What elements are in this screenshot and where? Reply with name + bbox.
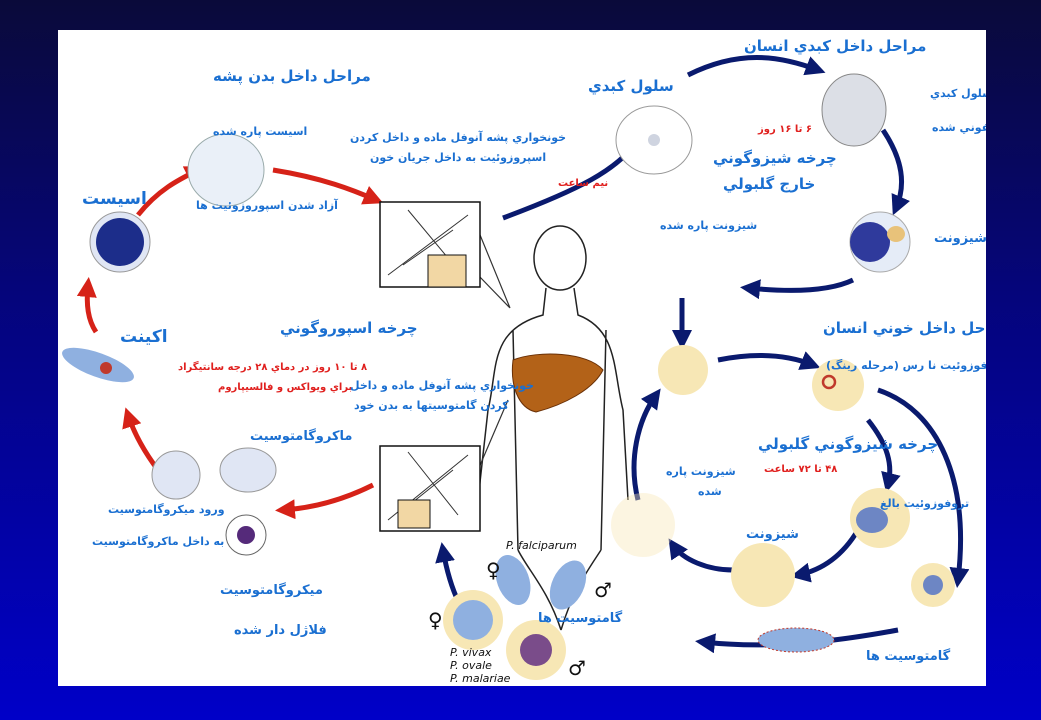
ring-stage-label: تروفوزوئيت نا رس (مرحله رينگ) — [826, 360, 986, 373]
ruptured-oocyst — [188, 134, 264, 206]
arrow-schizont-to-rupture — [748, 280, 853, 290]
infected-liver-cell-line1: سلول كبدي — [930, 88, 986, 101]
gametocytes-label-2: گامتوسيت ها — [538, 612, 622, 627]
arrow-release-to-bite — [273, 170, 376, 200]
liver-cell — [616, 106, 692, 174]
oocyst — [90, 212, 150, 272]
ruptured-schizont-rbc — [611, 493, 675, 557]
micro-entry-line2: به داخل ماكروگامتوسيت — [92, 536, 224, 549]
exo-cycle-line2: خارج گلبولي — [723, 176, 815, 193]
ruptured-schizont-liver — [643, 235, 738, 303]
arrow-rupture2-to-rbc — [634, 395, 656, 500]
days-8-10-line1: ۸ تا ۱۰ روز در دماي ۲۸ درجه سانتيگراد — [178, 362, 367, 374]
exo-cycle-line1: چرخه شيزوگوني — [713, 150, 837, 167]
ookinete — [58, 341, 138, 390]
p-vivax-label: P. vivax — [450, 647, 491, 660]
blood-stages-label: مراحل داخل خوني انسان — [823, 320, 986, 337]
mosquito-bite-box-2 — [380, 446, 480, 531]
gametocyte-rbc — [911, 563, 955, 607]
macrogametocyte — [220, 448, 276, 492]
mosquito-bite-2-line1: خونخواري پشه آنوفل ماده و داخل — [350, 380, 534, 393]
flagellated-label: فلاژل دار شده — [234, 624, 327, 639]
schizont-rbc — [731, 543, 795, 607]
diagram-panel: مراحل داخل بدن پشه اسيست پاره شده آزاد ش… — [58, 30, 986, 686]
micro-entry-line1: ورود ميكروگامتوسيت — [108, 504, 225, 517]
infected-liver-cell — [822, 74, 886, 146]
erythro-cycle-label: چرخه شيزوگوني گلبولي — [758, 436, 938, 453]
p-falciparum-label: P. falciparum — [506, 540, 577, 553]
life-cycle-diagram — [58, 30, 986, 686]
male-symbol-2: ♂ — [568, 656, 586, 680]
liver-stages-label: مراحل داخل كبدي انسان — [744, 38, 926, 55]
oocyst-label: اسيست — [82, 190, 147, 210]
infected-liver-cell-line2: عفوني شده — [932, 122, 986, 135]
microgametocyte-label: ميكروگامتوسيت — [220, 584, 323, 599]
liver-cell-label: سلول كبدي — [588, 78, 674, 95]
mosquito-stages-label: مراحل داخل بدن پشه — [213, 68, 371, 85]
female-symbol-2: ♀ — [428, 608, 443, 632]
ookinete-label: اكينت — [120, 328, 168, 348]
p-ovale-label: P. ovale — [450, 660, 492, 673]
mature-trophozoite-label: تروفوزوئيت بالغ — [880, 498, 969, 511]
ruptured-schizont-label-2-line1: شيزونت پاره — [666, 466, 736, 479]
connector-lines — [478, 230, 510, 470]
arrow-zygote-to-ookinete — [128, 415, 158, 470]
half-hour-label: نيم ساعت — [558, 178, 608, 190]
microgametocyte — [226, 515, 266, 555]
release-sporozoites-label: آزاد شدن اسپوروزوئيت ها — [196, 200, 338, 213]
arrow-schizont-to-rupture2 — [673, 545, 733, 570]
ruptured-schizont-label-1: شيزونت پاره شده — [660, 220, 757, 233]
mosquito-bite-2-line2: كردن گامتوسيتها به بدن خود — [354, 400, 509, 413]
zygote — [152, 451, 200, 499]
mosquito-bite-1-line1: خونخواري پشه آنوفل ماده و داخل كردن — [350, 132, 566, 145]
mosquito-bite-1-line2: اسپروزوئيت به داخل جريان خون — [370, 152, 546, 165]
arrow-bite2-to-micro — [283, 485, 373, 510]
sporogony-cycle-label: چرخه اسپوروگوني — [280, 320, 418, 337]
mosquito-bite-box-1 — [380, 202, 480, 287]
schizont-liver — [850, 212, 910, 272]
rbc-central — [658, 345, 708, 395]
ruptured-oocyst-label: اسيست پاره شده — [213, 126, 307, 139]
schizont-label-1: شيزونت — [934, 232, 986, 247]
gametocytes-label-1: گامتوسيت ها — [866, 650, 950, 665]
arrow-liver-to-infected — [688, 58, 818, 76]
gametocyte-elongated — [758, 628, 834, 652]
male-symbol-1: ♂ — [594, 578, 612, 602]
schizont-label-2: شيزونت — [746, 528, 799, 543]
days-8-10-line2: براي ويواكس و فالسيپاروم — [218, 382, 352, 394]
female-symbol-1: ♀ — [486, 558, 501, 582]
ruptured-schizont-label-2-line2: شده — [698, 486, 722, 499]
arrow-mature-to-schizont — [798, 530, 858, 575]
p-malariae-label: P. malariae — [450, 673, 510, 686]
arrow-rbc-to-ring — [718, 355, 813, 365]
arrow-infected-to-schizont — [883, 130, 902, 208]
hours-48-72-label: ۴۸ تا ۷۲ ساعت — [764, 464, 837, 476]
days-6-16-label: ۶ تا ۱۶ روز — [758, 124, 812, 136]
macrogametocyte-label: ماكروگامتوسيت — [250, 430, 352, 445]
arrow-ookinete-to-oocyst — [87, 285, 96, 332]
